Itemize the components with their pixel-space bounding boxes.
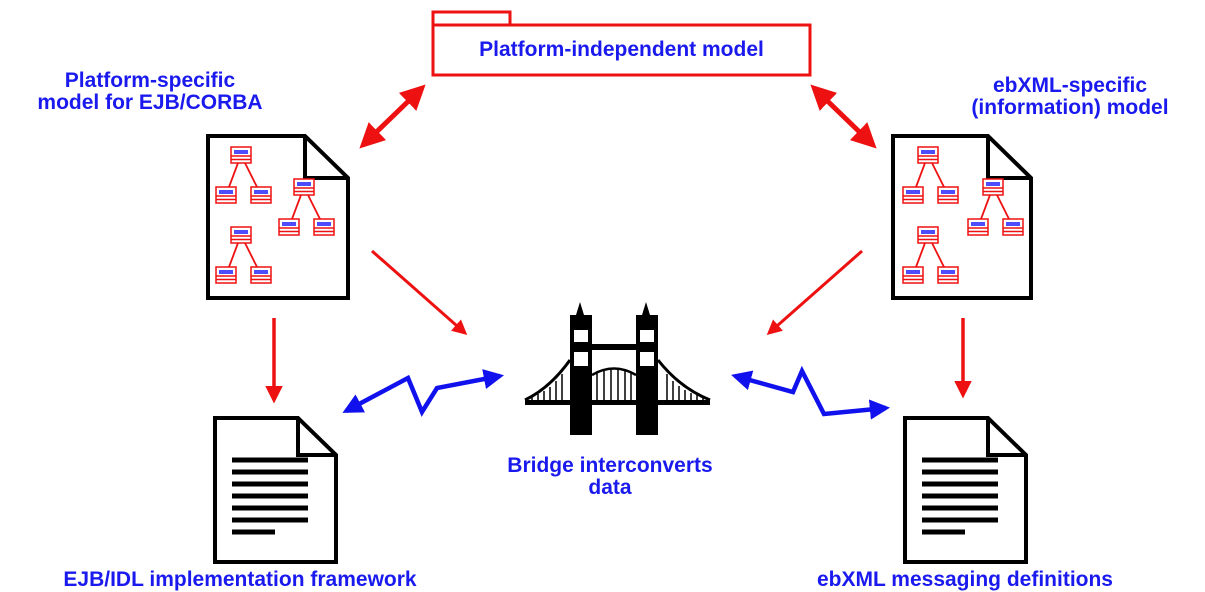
platform-specific-model-label-line-1: Platform-specific — [64, 69, 236, 92]
bridge-label-line-1: Bridge interconverts — [507, 454, 713, 477]
bridge-label: Bridge interconverts data — [460, 455, 760, 499]
ebxml-messaging-label: ebXML messaging definitions — [817, 568, 1113, 591]
platform-specific-model-label-line-2: model for EJB/CORBA — [37, 91, 263, 114]
uml-model-document-icon — [206, 134, 350, 300]
pim-to-ebxml-model-arrow — [810, 84, 877, 149]
ebxml-specific-model-label-line-2: (information) model — [971, 96, 1169, 119]
tower-bridge-icon — [524, 302, 711, 435]
bridge-to-ejb-framework-data-arrow — [342, 369, 504, 417]
bridge-label-line-2: data — [588, 476, 632, 499]
ejb-framework-label: EJB/IDL implementation framework — [63, 568, 417, 591]
platform-specific-model-label: Platform-specific model for EJB/CORBA — [0, 70, 300, 114]
bridge-to-ebxml-messaging-data-arrow — [731, 365, 891, 420]
psm-to-bridge-arrow — [371, 249, 468, 335]
platform-independent-model-label: Platform-independent model — [479, 38, 764, 61]
ebxml-model-to-bridge-arrow — [766, 249, 863, 335]
text-document-icon — [213, 416, 338, 564]
text-document-icon — [903, 416, 1028, 564]
platform-independent-model-package — [431, 10, 812, 77]
ebxml-specific-model-label: ebXML-specific (information) model — [935, 75, 1205, 119]
ebxml-specific-model-label-line-1: ebXML-specific — [992, 74, 1148, 97]
pim-to-psm-arrow — [359, 84, 426, 149]
uml-model-document-icon — [891, 134, 1033, 300]
